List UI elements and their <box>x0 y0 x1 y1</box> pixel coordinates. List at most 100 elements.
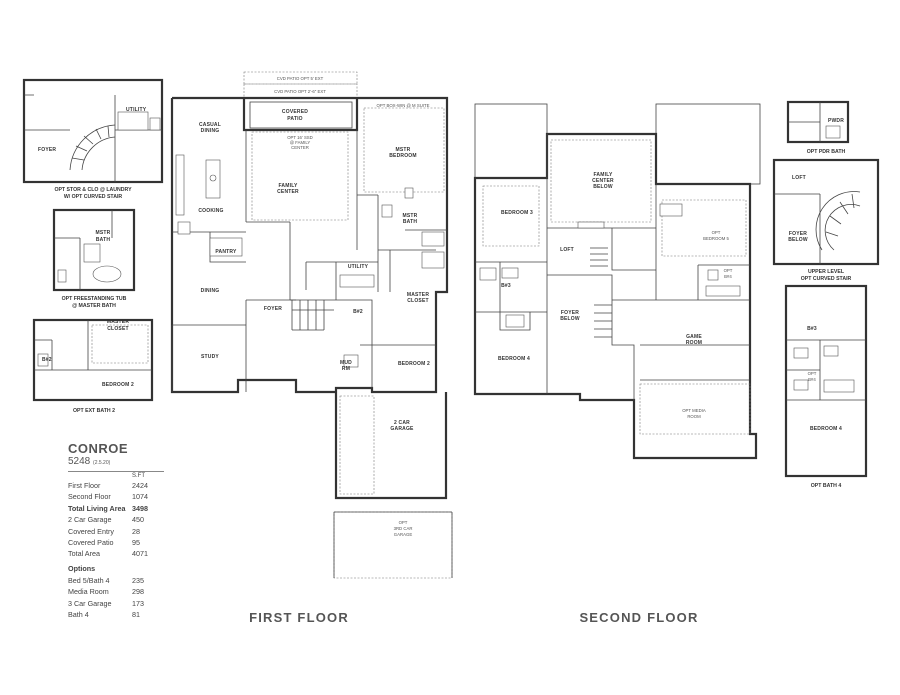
caption-curved-stair: OPT CURVED STAIR <box>801 276 852 282</box>
bedroom4-label: BEDROOM 4 <box>498 356 530 362</box>
area-row-label: Media Room <box>68 587 109 597</box>
mud-room-label-1: MUD <box>340 360 352 366</box>
option-inset-bath4: B#3 OPT B#4 BEDROOM 4 OPT BATH 4 <box>784 284 868 489</box>
area-row-label: 3 Car Garage <box>68 598 112 608</box>
caption-upper-level: UPPER LEVEL <box>808 269 845 275</box>
opt-box-win-label: OPT BOX-WIN @ M SUITE <box>377 103 430 108</box>
foyer-below-label-1: FOYER <box>561 310 579 316</box>
area-row-label: Covered Patio <box>68 538 114 548</box>
opt-media-label-2: ROOM <box>687 414 701 419</box>
mstr-bedroom-label-2: BEDROOM <box>389 153 417 159</box>
area-row-label: Total Area <box>68 549 100 559</box>
family-below-label-1: FAMILY <box>593 172 613 178</box>
area-row-value: 1074 <box>132 492 148 502</box>
bath2-label: B#2 <box>42 357 52 363</box>
option-inset-freestanding-tub: MSTR BATH OPT FREESTANDING TUB @ MASTER … <box>52 208 136 309</box>
bedroom4-label: BEDROOM 4 <box>810 426 842 432</box>
opt-3rd-car-label-2: 3RD CAR <box>394 526 413 531</box>
opt-ssd-label-1: OPT 16' SSD <box>287 135 313 140</box>
area-row-label: Bath 4 <box>68 610 89 620</box>
study-label: STUDY <box>201 354 219 360</box>
area-row-value: 3498 <box>132 503 148 513</box>
pantry-label: PANTRY <box>215 249 237 255</box>
bath-label: BATH <box>96 237 111 243</box>
pwdr-label: PWDR <box>828 118 844 124</box>
divider <box>68 471 164 472</box>
area-row-value: 28 <box>132 526 140 536</box>
casual-dining-label-2: DINING <box>201 128 220 134</box>
area-row-value: 81 <box>132 610 140 620</box>
opt-b4-label-1: OPT <box>808 371 817 376</box>
area-row: 3 Car Garage 173 <box>68 598 168 609</box>
area-row: Total Area 4071 <box>68 548 168 559</box>
second-floor-title: SECOND FLOOR <box>579 610 698 625</box>
bedroom2-label: BEDROOM 2 <box>398 361 430 367</box>
game-room-label-1: GAME <box>686 334 702 340</box>
cvd-patio-2ft-label: CVD PATIO OPT 2'-6" EXT <box>274 89 326 94</box>
family-below-label-2: CENTER <box>592 178 614 184</box>
caption-curved-stair: W/ OPT CURVED STAIR <box>64 194 123 200</box>
opt-3rd-car-label-1: OPT <box>399 520 408 525</box>
bath3-label: B#3 <box>807 326 817 332</box>
opt-b4-label-2: B#4 <box>808 377 816 382</box>
family-center-label-1: FAMILY <box>278 183 298 189</box>
bedroom2-label: BEDROOM 2 <box>102 382 134 388</box>
plan-date: (2.5.20) <box>93 460 111 466</box>
area-row-label: Covered Entry <box>68 526 114 536</box>
area-row: Bath 4 81 <box>68 609 168 620</box>
first-floor-title: FIRST FLOOR <box>249 610 349 625</box>
option-inset-pdr-bath: PWDR OPT PDR BATH <box>786 100 850 155</box>
plan-name: CONROE <box>68 441 129 456</box>
master-label: MASTER <box>107 319 129 325</box>
master-closet-label-2: CLOSET <box>407 298 428 304</box>
area-row-value: 95 <box>132 538 140 548</box>
garage-label-1: 2 CAR <box>394 420 410 426</box>
utility-label: UTILITY <box>126 107 147 113</box>
area-row-value: 173 <box>132 598 144 608</box>
area-row-label: First Floor <box>68 481 101 490</box>
area-row: Covered Patio 95 <box>68 537 168 548</box>
area-row-value: 4071 <box>132 549 148 559</box>
foyer-label: FOYER <box>38 147 56 153</box>
mstr-label: MSTR <box>96 230 111 236</box>
area-row: Total Living Area 3498 <box>68 503 168 514</box>
loft-label: LOFT <box>560 247 574 253</box>
foyer-label: FOYER <box>264 306 282 312</box>
garage-label-2: GARAGE <box>390 426 414 432</box>
caption-at-master-bath: @ MASTER BATH <box>72 303 116 309</box>
covered-patio-label-2: PATIO <box>287 116 303 122</box>
game-room-label-2: ROOM <box>686 340 702 346</box>
opt-3rd-car-label-3: GARAGE <box>394 532 413 537</box>
caption-ext-bath2: OPT EXT BATH 2 <box>73 408 115 414</box>
loft-label: LOFT <box>792 175 806 181</box>
option-inset-laundry-stair: FOYER UTILITY OPT STOR & CLO @ LAUNDRY W… <box>22 78 164 200</box>
master-closet-label-1: MASTER <box>407 292 430 298</box>
area-row-label: Bed 5/Bath 4 <box>68 575 110 585</box>
mstr-bath-label-1: MSTR <box>403 213 418 219</box>
area-row-label: Total Living Area <box>68 503 126 513</box>
plan-number: 5248 <box>68 456 91 467</box>
mud-room-label-2: RM <box>342 366 350 372</box>
bath2-label: B#2 <box>353 309 363 315</box>
opt-bedroom5-label-1: OPT <box>712 230 721 235</box>
opt-bedroom5-label-2: BEDROOM 5 <box>703 236 729 241</box>
foyer-label-1: FOYER <box>789 231 807 237</box>
second-floor-plan: FAMILY CENTER BELOW BEDROOM 3 OPT BEDROO… <box>473 103 761 460</box>
area-row-value: 298 <box>132 587 144 597</box>
area-row: Covered Entry 28 <box>68 526 168 537</box>
opt-ssd-label-3: CENTER <box>291 145 309 150</box>
family-center-label-2: CENTER <box>277 189 299 195</box>
bedroom3-label: BEDROOM 3 <box>501 210 533 216</box>
foyer-label-2: BELOW <box>788 237 808 243</box>
opt-ssd-label-2: @ FAMILY <box>290 140 311 145</box>
foyer-below-label-2: BELOW <box>560 316 580 322</box>
caption-opt-pdr-bath: OPT PDR BATH <box>807 149 846 155</box>
utility-label: UTILITY <box>348 264 369 270</box>
opt-media-label-1: OPT MEDIA <box>682 408 706 413</box>
area-row-value: 450 <box>132 515 144 525</box>
covered-patio-label-1: COVERED <box>282 109 308 115</box>
